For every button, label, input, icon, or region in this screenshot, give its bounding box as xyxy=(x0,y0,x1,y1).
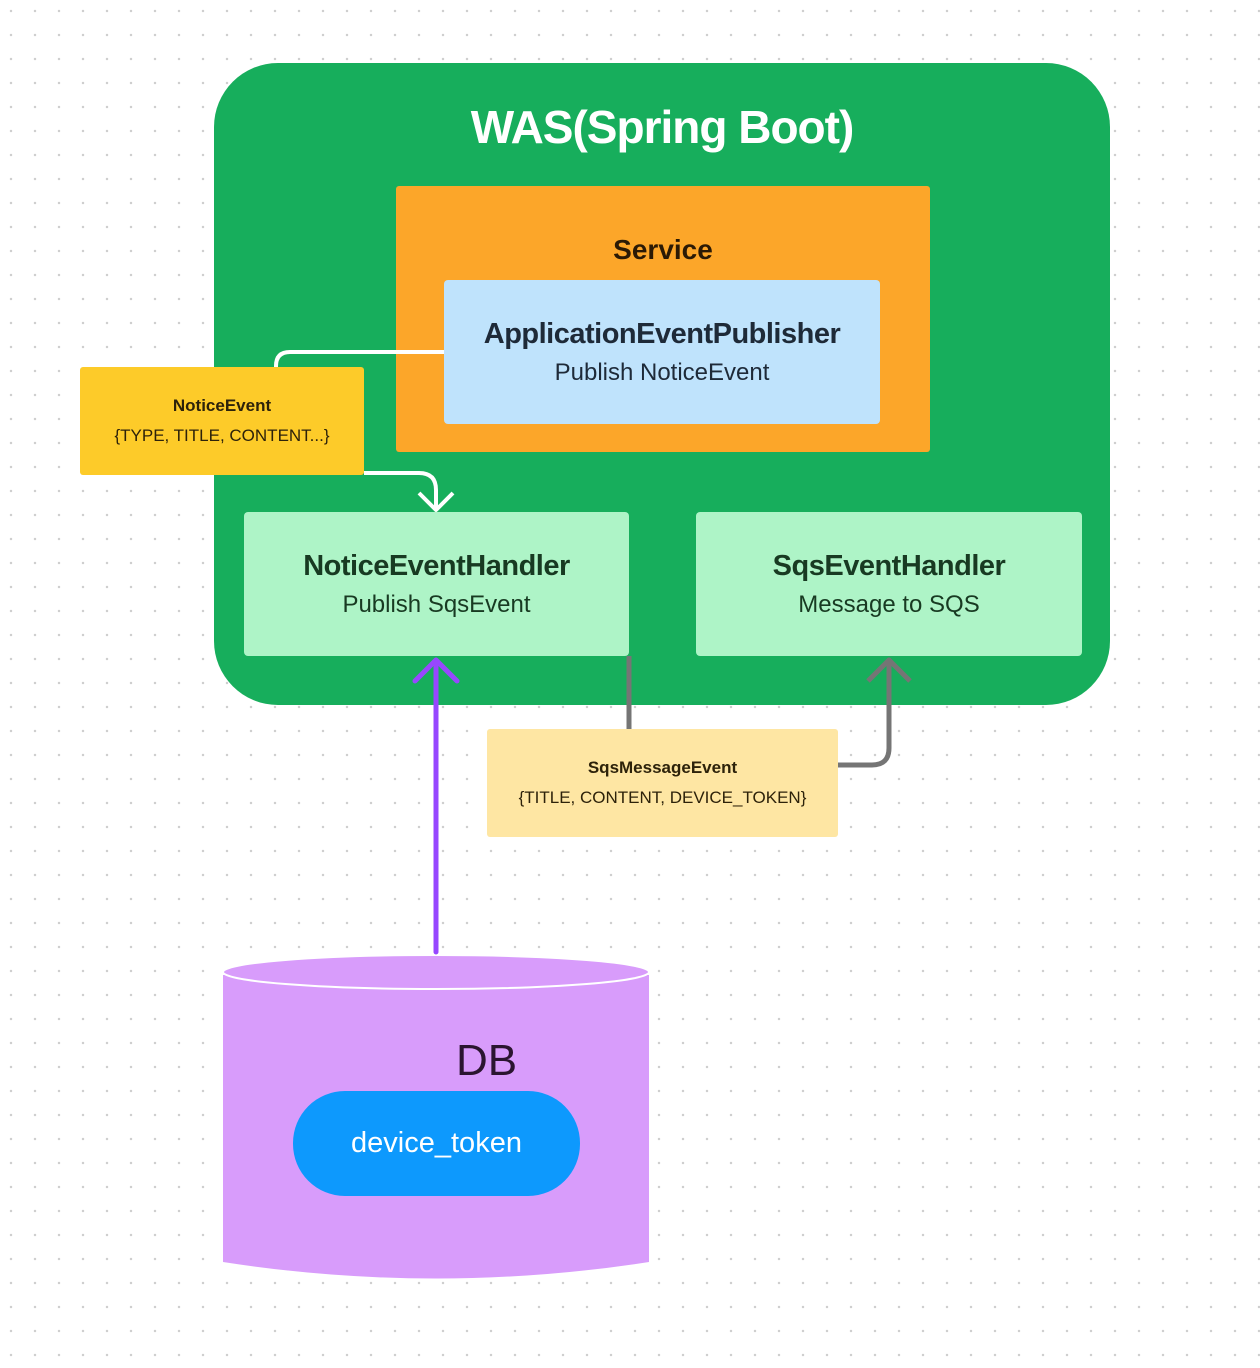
publisher-title: ApplicationEventPublisher xyxy=(483,317,841,350)
db-cylinder-top xyxy=(222,954,650,990)
application-event-publisher-node[interactable]: ApplicationEventPublisher Publish Notice… xyxy=(444,280,880,424)
sqs-message-event-fields: {TITLE, CONTENT, DEVICE_TOKEN} xyxy=(518,788,807,807)
sqs-event-handler-node[interactable]: SqsEventHandler Message to SQS xyxy=(696,512,1082,656)
was-title: WAS(Spring Boot) xyxy=(470,101,855,153)
notice-handler-title: NoticeEventHandler xyxy=(303,549,570,582)
sqs-message-event-title: SqsMessageEvent xyxy=(587,758,738,777)
notice-handler-subtitle: Publish SqsEvent xyxy=(342,590,531,618)
db-label: DB xyxy=(456,1036,518,1085)
service-title: Service xyxy=(613,234,713,265)
notice-event-handler-node[interactable]: NoticeEventHandler Publish SqsEvent xyxy=(244,512,629,656)
device-token-pill[interactable]: device_token xyxy=(293,1091,580,1196)
notice-event-note[interactable]: NoticeEvent {TYPE, TITLE, CONTENT...} xyxy=(80,367,364,475)
publisher-subtitle: Publish NoticeEvent xyxy=(554,358,770,386)
notice-event-fields: {TYPE, TITLE, CONTENT...} xyxy=(114,426,330,445)
sqs-handler-title: SqsEventHandler xyxy=(772,549,1006,582)
notice-event-title: NoticeEvent xyxy=(172,396,272,415)
sqs-message-event-note[interactable]: SqsMessageEvent {TITLE, CONTENT, DEVICE_… xyxy=(487,729,838,837)
sqs-handler-subtitle: Message to SQS xyxy=(798,590,980,618)
